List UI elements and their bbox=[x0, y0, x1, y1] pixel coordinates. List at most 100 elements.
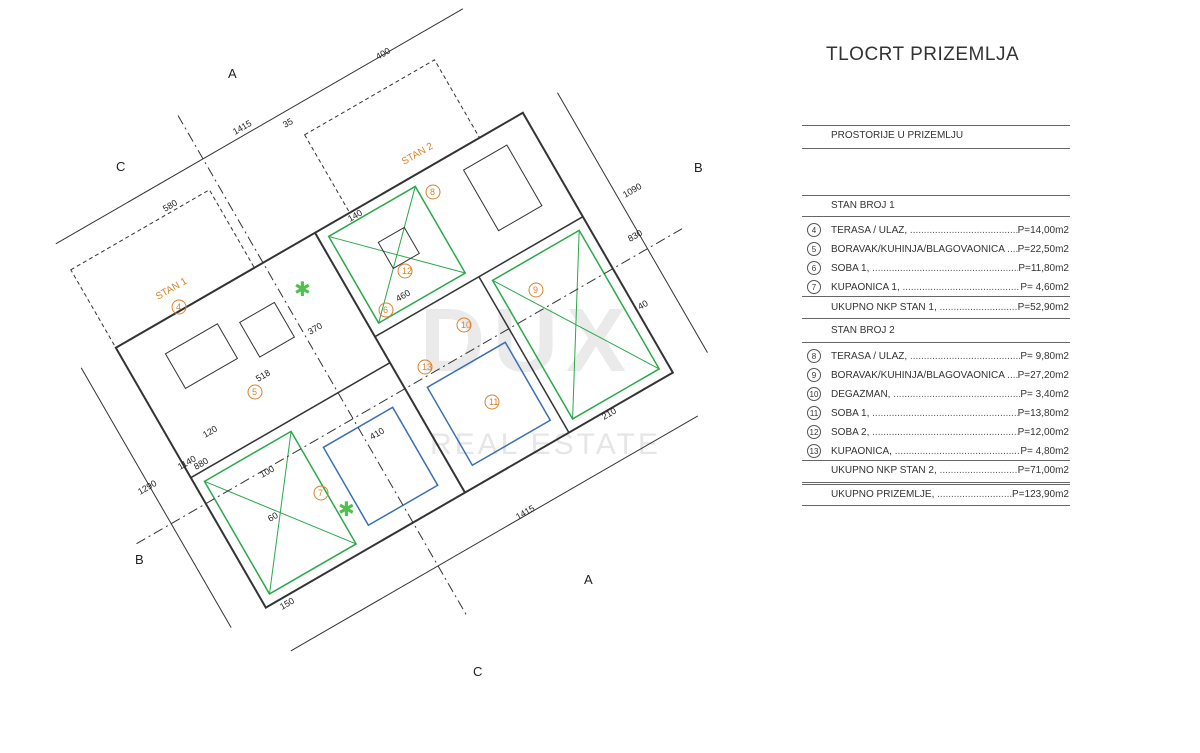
room-area: P=14,00m2 bbox=[1017, 224, 1069, 236]
inner-wall bbox=[478, 276, 570, 433]
room-area: P=11,80m2 bbox=[1018, 262, 1069, 274]
room-number-label: 10 bbox=[461, 320, 471, 330]
section-b-left: B bbox=[135, 552, 144, 567]
room-number: 5 bbox=[807, 242, 821, 256]
divider bbox=[802, 125, 1070, 126]
dimension-line-right bbox=[557, 92, 708, 353]
grand-total-label: UKUPNO PRIZEMLJE, bbox=[831, 489, 1012, 500]
unit-1-label: STAN BROJ 1 bbox=[831, 200, 895, 211]
terrace-stan-2 bbox=[303, 59, 481, 214]
room-number: 9 bbox=[807, 368, 821, 382]
room-area: P=22,50m2 bbox=[1017, 243, 1069, 255]
inner-wall bbox=[190, 362, 391, 479]
unit-1-total-value: P=52,90m2 bbox=[1017, 302, 1069, 313]
section-line-b bbox=[136, 228, 683, 545]
room-number-circle bbox=[313, 485, 329, 501]
room-number-circle bbox=[378, 302, 394, 318]
dimension-label: 210 bbox=[600, 406, 618, 422]
room-number-label: 7 bbox=[318, 488, 323, 498]
unit-1-label: STAN 1 bbox=[154, 276, 190, 303]
room-name: SOBA 1, bbox=[831, 408, 1018, 419]
unit-2-label: STAN 2 bbox=[400, 141, 436, 168]
dimension-label: 400 bbox=[374, 46, 392, 62]
dimension-label: 518 bbox=[254, 368, 272, 384]
room-soba-2 bbox=[491, 229, 661, 420]
room-number: 8 bbox=[807, 349, 821, 363]
room-number: 4 bbox=[807, 223, 821, 237]
dimension-label: 1415 bbox=[514, 503, 536, 522]
divider bbox=[802, 318, 1070, 319]
room-number-circle bbox=[425, 184, 441, 200]
room-name: BORAVAK/KUHINJA/BLAGOVAONICA bbox=[831, 244, 1018, 255]
dimension-label: 580 bbox=[161, 198, 179, 214]
unit-2-label: STAN BROJ 2 bbox=[831, 325, 895, 336]
room-row: 4 TERASA / ULAZ,P=14,00m2 bbox=[807, 222, 1069, 238]
unit-1-total: UKUPNO NKP STAN 1, P=52,90m2 bbox=[831, 302, 1069, 313]
room-row: 8 TERASA / ULAZ,P= 9,80m2 bbox=[807, 348, 1069, 364]
section-header: PROSTORIJE U PRIZEMLJU bbox=[831, 130, 964, 141]
plant-icon: ✱ bbox=[338, 497, 355, 521]
dimension-label: 370 bbox=[306, 321, 324, 337]
dimension-label: 410 bbox=[368, 426, 386, 442]
room-name: DEGAŽMAN, bbox=[831, 389, 1020, 400]
dimension-line-bottom bbox=[290, 415, 699, 652]
dimension-label: 120 bbox=[201, 424, 219, 440]
section-c-top: C bbox=[116, 159, 125, 174]
dimension-label: 1290 bbox=[136, 478, 158, 497]
unit-2-total-value: P=71,00m2 bbox=[1017, 465, 1069, 476]
room-area: P=13,80m2 bbox=[1017, 407, 1069, 419]
room-name: BORAVAK/KUHINJA/BLAGOVAONICA bbox=[831, 370, 1018, 381]
room-name: KUPAONICA 1, bbox=[831, 282, 1020, 293]
room-number-label: 5 bbox=[252, 387, 257, 397]
dimension-line-left bbox=[80, 367, 232, 628]
dimension-label: 1090 bbox=[621, 181, 643, 200]
divider bbox=[802, 148, 1070, 149]
room-number-label: 13 bbox=[422, 362, 432, 372]
room-number-circle bbox=[528, 282, 544, 298]
room-name: TERASA / ULAZ, bbox=[831, 351, 1020, 362]
dimension-label: 460 bbox=[394, 288, 412, 304]
bathroom-stan-2 bbox=[426, 341, 552, 467]
room-number-circle bbox=[397, 263, 413, 279]
room-number-circle bbox=[417, 359, 433, 375]
room-name: KUPAONICA, bbox=[831, 446, 1020, 457]
room-number: 10 bbox=[807, 387, 821, 401]
room-soba-1 bbox=[203, 430, 358, 595]
dimension-label: 100 bbox=[258, 464, 276, 480]
room-number-circle bbox=[247, 384, 263, 400]
room-number: 7 bbox=[807, 280, 821, 294]
divider bbox=[802, 216, 1070, 217]
section-a-top: A bbox=[228, 66, 237, 81]
room-number-label: 12 bbox=[402, 266, 412, 276]
section-c-bottom: C bbox=[473, 664, 482, 679]
watermark-subtitle: REAL ESTATE bbox=[430, 428, 661, 461]
section-b-right: B bbox=[694, 160, 703, 175]
room-name: TERASA / ULAZ, bbox=[831, 225, 1018, 236]
divider bbox=[802, 195, 1070, 196]
room-number-label: 8 bbox=[430, 187, 435, 197]
grand-total: UKUPNO PRIZEMLJE, P=123,90m2 bbox=[831, 489, 1069, 500]
section-a-bottom: A bbox=[584, 572, 593, 587]
room-number-label: 4 bbox=[176, 302, 181, 312]
unit-2-total: UKUPNO NKP STAN 2, P=71,00m2 bbox=[831, 465, 1069, 476]
room-area: P= 4,80m2 bbox=[1020, 445, 1069, 457]
room-row: 11 SOBA 1,P=13,80m2 bbox=[807, 405, 1069, 421]
unit-2-total-label: UKUPNO NKP STAN 2, bbox=[831, 465, 1018, 476]
room-area: P= 9,80m2 bbox=[1020, 350, 1069, 362]
dimension-label: 35 bbox=[281, 116, 295, 130]
room-number: 11 bbox=[807, 406, 821, 420]
room-number-circle bbox=[484, 394, 500, 410]
room-area: P=12,00m2 bbox=[1017, 426, 1069, 438]
dimension-label: 1415 bbox=[231, 118, 253, 137]
unit-1-total-label: UKUPNO NKP STAN 1, bbox=[831, 302, 1018, 313]
room-name: SOBA 2, bbox=[831, 427, 1018, 438]
room-area: P= 3,40m2 bbox=[1020, 388, 1069, 400]
floor-plan: A A B B C C STAN 1 STAN 2 1415 400 35 580 10… bbox=[55, 8, 708, 679]
room-name: SOBA 1, bbox=[831, 263, 1018, 274]
divider bbox=[802, 482, 1070, 485]
dimension-label: 140 bbox=[346, 208, 364, 224]
